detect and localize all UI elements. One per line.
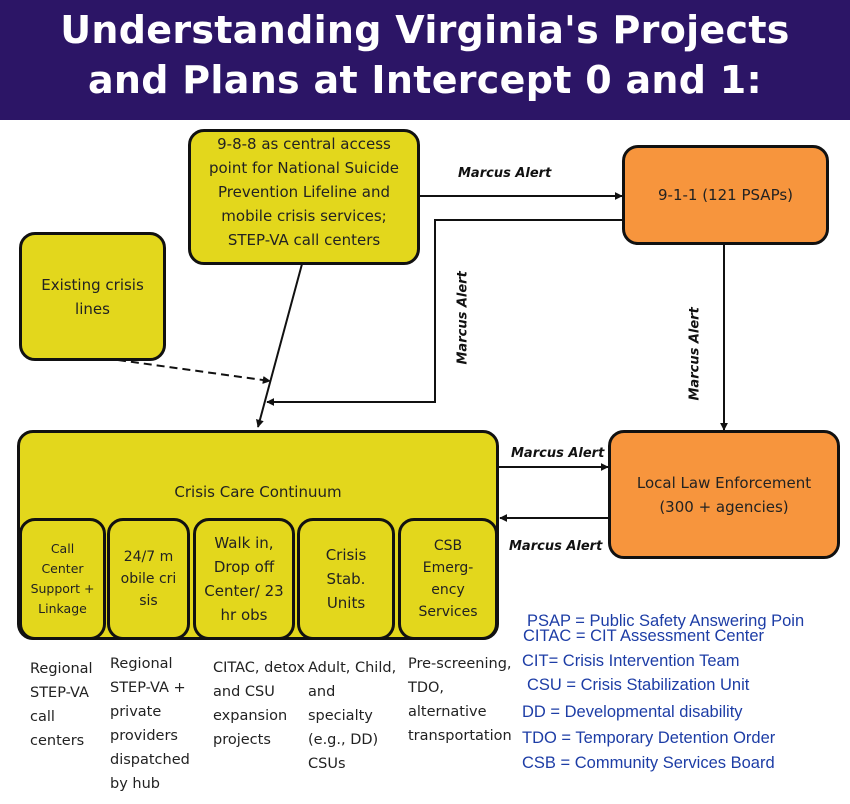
arrow-988-to-continuum xyxy=(256,263,303,428)
sub-box-mobile-crisis-label: 24/7 mobile crisis xyxy=(120,549,177,609)
arrow-existing-to-continuum xyxy=(117,359,271,384)
sub-box-csb-emergency: CSB Emerg-ency Services xyxy=(398,518,498,640)
legend-csu: CSU = Crisis Stabilization Unit xyxy=(527,676,750,694)
description-csus: Adult, Child, and specialty (e.g., DD) C… xyxy=(308,660,397,772)
box-988-access-point: 9-8-8 as central access point for Nation… xyxy=(188,129,420,265)
box-crisis-care-continuum-label: Crisis Care Continuum xyxy=(174,483,342,501)
legend-citac: CITAC = CIT Assessment Center xyxy=(523,627,765,645)
sub-box-walk-in-center: Walk in, Drop off Center/ 23 hr obs xyxy=(193,518,295,640)
sub-box-mobile-crisis: 24/7 mobile crisis xyxy=(107,518,190,640)
title-banner: Understanding Virginia's Projects and Pl… xyxy=(0,0,850,120)
legend-dd: DD = Developmental disability xyxy=(522,703,743,721)
arrow-label-lower-right: Marcus Alert xyxy=(509,539,603,554)
box-local-law-enforcement-label: Local Law Enforcement (300 + agencies) xyxy=(636,473,812,516)
sub-box-call-center: Call Center Support + Linkage xyxy=(19,518,106,640)
box-local-law-enforcement: Local Law Enforcement (300 + agencies) xyxy=(608,430,840,559)
legend-csb: CSB = Community Services Board xyxy=(522,754,775,772)
title-line-1: Understanding Virginia's Projects xyxy=(60,8,790,52)
sub-box-crisis-stab-units-label: Crisis Stab. Units xyxy=(325,546,367,612)
box-existing-crisis-lines: Existing crisis lines xyxy=(19,232,166,361)
title-line-2: and Plans at Intercept 0 and 1: xyxy=(87,58,763,102)
arrow-label-vertical-left: Marcus Alert xyxy=(455,271,471,365)
sub-box-call-center-label: Call Center Support + Linkage xyxy=(30,541,95,616)
box-existing-crisis-lines-label: Existing crisis lines xyxy=(41,275,144,318)
description-call-centers: Regional STEP-VA call centers xyxy=(30,661,93,749)
description-csb: Pre-screening, TDO, alternative transpor… xyxy=(408,656,512,744)
connector-arrows xyxy=(117,192,728,522)
arrow-label-top: Marcus Alert xyxy=(458,166,552,181)
description-mobile-crisis: Regional STEP-VA + private providers dis… xyxy=(110,656,190,792)
sub-box-csb-emergency-label: CSB Emerg-ency Services xyxy=(418,538,478,620)
sub-box-crisis-stab-units: Crisis Stab. Units xyxy=(297,518,395,640)
legend-psap: PSAP = Public Safety Answering Poin xyxy=(527,612,805,630)
arrow-label-middle-right: Marcus Alert xyxy=(511,446,605,461)
arrow-911-to-continuum xyxy=(266,219,622,406)
box-911: 9-1-1 (121 PSAPs) xyxy=(622,145,829,245)
legend-tdo: TDO = Temporary Detention Order xyxy=(522,729,776,747)
description-citac: CITAC, detox and CSU expansion projects xyxy=(213,660,305,748)
legend-cit: CIT= Crisis Intervention Team xyxy=(522,652,740,670)
box-988-label: 9-8-8 as central access point for Nation… xyxy=(208,135,400,249)
box-911-label: 9-1-1 (121 PSAPs) xyxy=(657,186,794,204)
arrow-label-vertical-right: Marcus Alert xyxy=(687,307,703,401)
sub-box-walk-in-center-label: Walk in, Drop off Center/ 23 hr obs xyxy=(204,534,284,624)
